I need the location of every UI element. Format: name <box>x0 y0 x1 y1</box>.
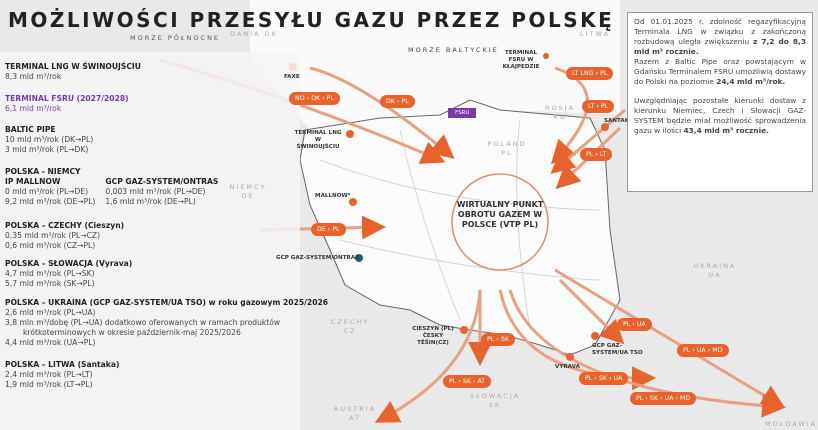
label-vyrava: VYRAVA <box>555 364 580 370</box>
route-pl-lt: PL › LT <box>580 148 613 161</box>
label-klaipeda: TERMINAL FSRU W KŁAJPEDZIE <box>502 50 540 70</box>
ua-tso-point <box>591 332 599 340</box>
route-pl-sk-at: PL › SK › AT <box>443 375 492 388</box>
fsru-block: TERMINAL FSRU (2027/2028)6,1 mld m³/rok <box>5 94 129 113</box>
route-pl-sk: PL › SK <box>481 333 515 346</box>
label-santaka: SANTAKA <box>604 118 634 124</box>
route-pl-ua: PL › UA <box>617 318 652 331</box>
swinoujscie-point <box>346 130 354 138</box>
region-md: MOŁDAWIA <box>765 420 818 428</box>
left-panel <box>0 52 300 430</box>
label-ontras: GCP GAZ-SYSTEM/ONTRAS <box>276 255 360 261</box>
vtp-circle <box>451 173 549 271</box>
fsru-badge: FSRU <box>448 108 477 118</box>
pl-lt-block: POLSKA – LITWA (Santaka)2,4 mld m³/rok (… <box>5 360 120 389</box>
label-ua-tso: GCP GAZ-SYSTEM/UA TSO <box>592 343 643 356</box>
route-ltlng-pl: LT LNG › PL <box>566 67 614 80</box>
baltic-sea <box>250 0 620 130</box>
route-no-dk-pl: NO › DK › PL <box>289 92 340 105</box>
region-ua: UKRAINA UA <box>693 262 737 279</box>
vtp-label: WIRTUALNY PUNKT OBROTU GAZEM W POLSCE (V… <box>456 200 544 229</box>
label-faxe: FAXE <box>284 74 300 80</box>
region-pl: POLAND PL <box>487 140 527 157</box>
pl-ua-block: POLSKA – UKRAINA (GCP GAZ-SYSTEM/UA TSO)… <box>5 298 329 347</box>
santaka-point <box>601 123 609 131</box>
region-de: NIEMCY DE <box>229 183 267 200</box>
region-north-sea: MORZE PÓŁNOCNE <box>130 34 221 42</box>
klaipeda-point <box>543 53 549 59</box>
route-pl-sk-ua-md: PL › SK › UA › MD <box>630 392 697 405</box>
label-cieszyn: CIESZYN (PL) ČESKÝ TĚŠIN(CZ) <box>412 326 454 346</box>
region-dk: DANIA DK <box>230 30 278 38</box>
ontras-point <box>355 254 363 262</box>
info-box: Od 01.01.2025 r. zdolność regazyfikacyjn… <box>627 12 813 192</box>
region-cz: CZECHY CZ <box>330 318 370 335</box>
region-at: AUSTRIA AT <box>333 405 377 422</box>
pl-cz-block: POLSKA – CZECHY (Cieszyn)0,35 mld m³/rok… <box>5 221 125 250</box>
page-title: MOŻLIWOŚCI PRZESYŁU GAZU PRZEZ POLSKĘ <box>8 8 615 32</box>
route-pl-sk-ua: PL › SK › UA <box>579 372 629 385</box>
cieszyn-point <box>460 326 468 334</box>
region-ru: ROSJA RU <box>544 104 575 121</box>
mallnow-point <box>349 198 357 206</box>
vyrava-point <box>566 353 574 361</box>
label-swinoujscie: TERMINAL LNG W ŚWINOUJŚCIU <box>294 130 342 150</box>
route-pl-ua-md: PL › UA › MD <box>677 344 729 357</box>
region-sk: SŁOWACJA SK <box>470 392 521 409</box>
label-mallnow: MALLNOW* <box>315 193 351 199</box>
region-baltic-sea: MORZE BAŁTYCKIE <box>408 46 499 54</box>
route-dk-pl: DK › PL <box>380 95 415 108</box>
route-de-pl: DE › PL <box>311 223 346 236</box>
pl-sk-block: POLSKA – SŁOWACJA (Vyrava)4,7 mld m³/rok… <box>5 259 133 288</box>
route-lt-pl: LT › PL <box>582 100 615 113</box>
region-lt: LITWA <box>580 30 611 38</box>
